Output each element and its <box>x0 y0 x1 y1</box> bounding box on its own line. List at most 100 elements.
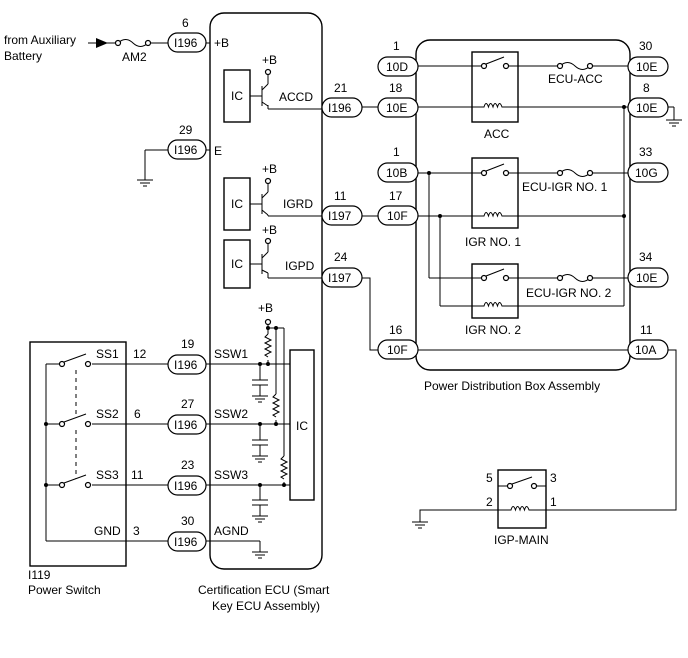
source-label-line2: Battery <box>4 49 42 63</box>
ground-icon <box>252 551 268 559</box>
ic-label: IC <box>296 419 308 433</box>
pin-number: 16 <box>389 323 403 337</box>
ic-label: IC <box>231 197 243 211</box>
pin-label-accd: ACCD <box>279 90 313 104</box>
connector-ssw1: I196 19 <box>167 337 207 375</box>
fuse-ecu-acc: ECU-ACC <box>548 62 603 86</box>
connector-10f-16: 10F 16 <box>377 323 419 360</box>
fuse-ecu-igr2: ECU-IGR NO. 2 <box>526 274 612 300</box>
relay-igp-main: 5 3 2 1 IGP-MAIN <box>412 469 557 547</box>
conn-id: 10E <box>386 101 407 115</box>
gnd-pin: 3 <box>133 524 140 538</box>
conn-id: 10E <box>636 101 657 115</box>
pin-label-igpd: IGPD <box>285 259 315 273</box>
conn-id: 10B <box>386 166 407 180</box>
ic-label: IC <box>231 89 243 103</box>
arrow-icon <box>96 38 108 48</box>
pin-number: 18 <box>389 81 403 95</box>
connector-ssw2: I196 27 <box>167 397 207 435</box>
connector-10e-18: 10E 18 <box>377 81 419 118</box>
relay-label-igr2: IGR NO. 2 <box>465 323 521 337</box>
pin-number: 6 <box>182 16 189 30</box>
pin-number: 11 <box>334 189 347 203</box>
pin-number: 8 <box>643 81 650 95</box>
pin-label-ssw3: SSW3 <box>214 468 248 482</box>
pin-number: 30 <box>639 39 653 53</box>
pdb-connectors: 10D 1 10E 18 10B 1 10F 17 10F 16 10E 30 <box>377 39 682 360</box>
pin-label-agnd: AGND <box>214 524 249 538</box>
gnd-label: GND <box>94 524 121 538</box>
pin-number: 29 <box>179 123 193 137</box>
ecu-caption-line2: Key ECU Assembly) <box>212 599 320 613</box>
relay-acc: ACC <box>471 51 519 141</box>
conn-id: I196 <box>174 143 198 157</box>
capacitor-icon <box>252 499 268 523</box>
connector-10f-17: 10F 17 <box>377 189 419 226</box>
pin-number: 1 <box>393 39 400 53</box>
conn-id: 10F <box>387 343 408 357</box>
igp-main-pin-1: 1 <box>550 495 557 509</box>
conn-id: 10E <box>636 60 657 74</box>
certification-ecu: IC +B ACCD IC +B IGRD IC +B IGPD +B <box>198 12 330 613</box>
capacitor-icon <box>252 379 268 403</box>
coil-icon <box>472 302 518 308</box>
pullup-resistor <box>271 393 281 418</box>
ss1-pin: 12 <box>133 347 147 361</box>
power-distribution-box: ACC IGR NO. 1 IGR NO. 2 ECU-ACC <box>415 39 631 393</box>
ecu-caption-line1: Certification ECU (Smart <box>198 583 330 597</box>
ic-block-switch <box>289 349 315 501</box>
pin-number: 1 <box>393 145 400 159</box>
connector-accd: I196 21 <box>321 81 363 118</box>
conn-id: I197 <box>328 271 352 285</box>
conn-id: I196 <box>174 479 198 493</box>
pin-label-igrd: IGRD <box>283 197 313 211</box>
connector-e: I196 29 <box>167 123 207 160</box>
supply-label: +B <box>262 223 277 237</box>
supply-label: +B <box>258 301 273 315</box>
pdb-caption: Power Distribution Box Assembly <box>424 379 600 393</box>
conn-id: I196 <box>174 36 198 50</box>
connector-agnd: I196 30 <box>167 514 207 552</box>
ss1-label: SS1 <box>96 347 119 361</box>
power-switch-name: Power Switch <box>28 583 101 597</box>
connector-10g-33: 10G 33 <box>627 145 669 183</box>
connector-10e-34: 10E 34 <box>627 250 669 288</box>
ground-icon <box>666 119 682 127</box>
conn-id: I196 <box>174 535 198 549</box>
connector-igrd: I197 11 <box>321 189 363 226</box>
power-switch-id: I119 <box>28 568 51 582</box>
coil-icon <box>472 103 518 109</box>
relay-label-igr1: IGR NO. 1 <box>465 235 521 249</box>
connector-b: I196 6 <box>167 16 207 53</box>
conn-id: 10E <box>636 271 657 285</box>
pin-label-e: E <box>214 144 222 158</box>
pin-number: 34 <box>639 250 653 264</box>
fuse-icon <box>559 62 591 70</box>
connector-10d-1: 10D 1 <box>377 39 419 77</box>
power-switch: SS1 12 SS2 6 SS3 11 GND 3 I119 Power Swi… <box>28 341 147 597</box>
coil-icon <box>498 506 546 512</box>
fuse-ecu-igr1: ECU-IGR NO. 1 <box>522 169 608 194</box>
ss3-pin: 11 <box>131 468 144 482</box>
igp-main-pin-3: 3 <box>550 471 557 485</box>
conn-id: I196 <box>328 101 352 115</box>
pin-number: 23 <box>181 458 195 472</box>
ss3-label: SS3 <box>96 468 119 482</box>
supply-label: +B <box>262 53 277 67</box>
pin-number: 33 <box>639 145 653 159</box>
ecu-connectors: I196 6 I196 29 I196 21 I197 11 I197 24 I… <box>167 16 363 552</box>
fuse-icon <box>559 169 591 177</box>
conn-id: I197 <box>328 209 352 223</box>
fuse-label-am2: AM2 <box>122 50 147 64</box>
ground-icon <box>137 179 153 187</box>
pin-label-b: +B <box>214 36 229 50</box>
pin-number: 24 <box>334 250 348 264</box>
igp-main-label: IGP-MAIN <box>494 533 549 547</box>
ss2-label: SS2 <box>96 407 119 421</box>
fuse-icon <box>559 274 591 282</box>
pin-number: 17 <box>389 189 403 203</box>
connector-10e-30: 10E 30 <box>627 39 669 77</box>
conn-id: I196 <box>174 358 198 372</box>
pin-label-ssw1: SSW1 <box>214 347 248 361</box>
